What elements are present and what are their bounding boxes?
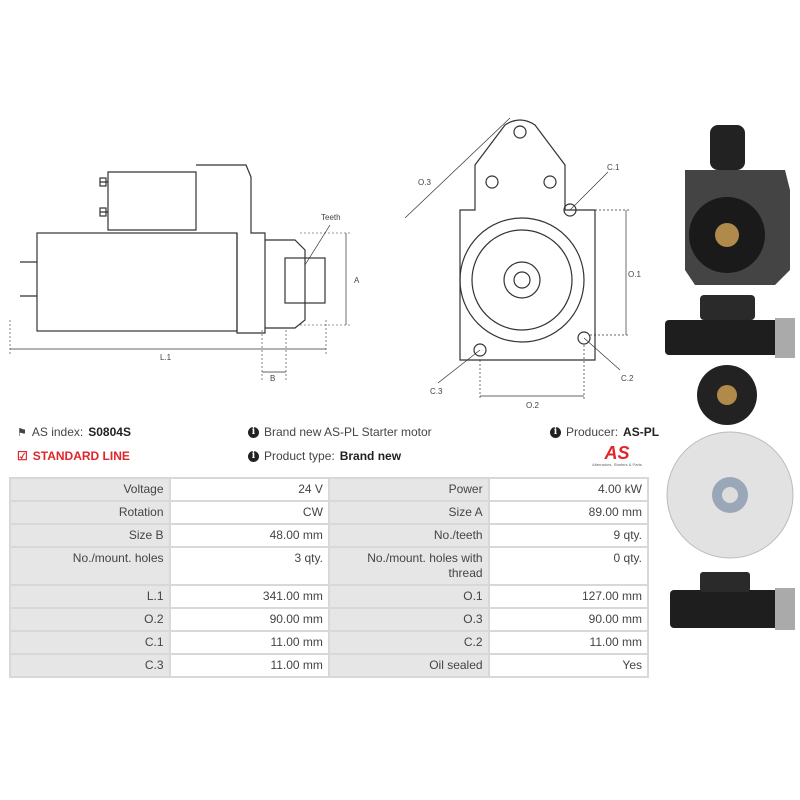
spec-value: Yes (487, 653, 650, 678)
spec-label: Size A (327, 500, 490, 525)
label-o3: O.3 (418, 178, 431, 187)
spec-value: 341.00 mm (168, 584, 330, 609)
as-index: ⚑ AS index:S0804S (17, 425, 131, 439)
spec-value: 11.00 mm (168, 630, 330, 655)
photo-rear-housing (666, 431, 794, 559)
spec-label: No./mount. holes (9, 546, 171, 586)
spec-value: 3 qty. (168, 546, 330, 586)
spec-label: No./teeth (327, 523, 490, 548)
spec-label: Voltage (9, 477, 171, 502)
spec-label: C.2 (327, 630, 490, 655)
spec-value: 89.00 mm (487, 500, 650, 525)
spec-value: 9 qty. (487, 523, 650, 548)
spec-value: 90.00 mm (168, 607, 330, 632)
product-photos (665, 125, 795, 630)
as-pl-logo: AS Alternators, Starters & Parts (592, 443, 642, 467)
label-l1: L.1 (160, 353, 172, 362)
tags-icon: ⚑ (17, 426, 27, 439)
info-icon: i (550, 426, 561, 438)
photo-solenoid-end (697, 365, 757, 425)
front-view-drawing: O.3 O.1 O.2 C.1 C.2 C.3 (404, 117, 641, 410)
label-o1: O.1 (628, 270, 641, 279)
spec-label: Power (327, 477, 490, 502)
photo-front-view (685, 125, 790, 285)
info-icon: i (248, 450, 259, 462)
label-o2: O.2 (526, 401, 539, 410)
spec-label: O.3 (327, 607, 490, 632)
spec-label: No./mount. holes with thread (327, 546, 490, 586)
spec-value: 48.00 mm (168, 523, 330, 548)
standard-line-badge: ☑ STANDARD LINE (17, 449, 130, 463)
photo-side-view (665, 295, 795, 358)
info-icon: i (248, 426, 259, 438)
spec-label: O.2 (9, 607, 171, 632)
label-b: B (270, 374, 275, 383)
label-c2: C.2 (621, 374, 634, 383)
spec-label: C.3 (9, 653, 171, 678)
spec-value: CW (168, 500, 330, 525)
side-view-drawing: L.1 B A Teeth (9, 164, 360, 383)
spec-label: Oil sealed (327, 653, 490, 678)
spec-label: Rotation (9, 500, 171, 525)
spec-value: 11.00 mm (168, 653, 330, 678)
label-teeth: Teeth (321, 213, 341, 222)
label-c1: C.1 (607, 163, 620, 172)
spec-label: O.1 (327, 584, 490, 609)
spec-value: 4.00 kW (487, 477, 650, 502)
spec-value: 0 qty. (487, 546, 650, 586)
spec-label: C.1 (9, 630, 171, 655)
photo-side-view-2 (670, 572, 795, 630)
checkbox-icon: ☑ (17, 449, 28, 463)
label-c3: C.3 (430, 387, 443, 396)
spec-value: 11.00 mm (487, 630, 650, 655)
spec-label: Size B (9, 523, 171, 548)
spec-label: L.1 (9, 584, 171, 609)
spec-value: 24 V (168, 477, 330, 502)
label-a: A (354, 276, 360, 285)
spec-value: 90.00 mm (487, 607, 650, 632)
spec-value: 127.00 mm (487, 584, 650, 609)
